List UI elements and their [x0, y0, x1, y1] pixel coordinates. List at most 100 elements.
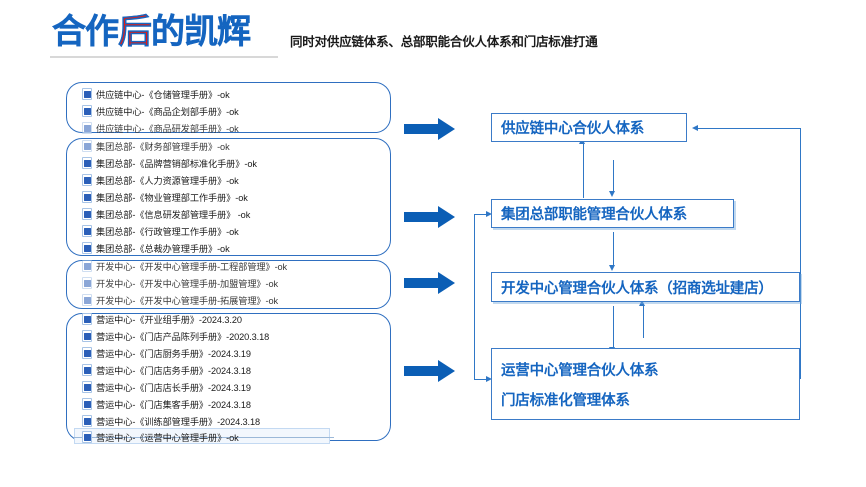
list-item[interactable]: 营运中心-《门店产品陈列手册》-2020.3.18	[82, 329, 269, 343]
list-item-label: 营运中心-《门店产品陈列手册》-2020.3.18	[96, 332, 270, 342]
selection-highlight	[74, 428, 330, 444]
word-doc-icon	[82, 225, 92, 237]
list-item-label: 营运中心-《开业组手册》-2024.3.20	[96, 315, 242, 325]
list-item[interactable]: 开发中心-《开发中心管理手册-加盟管理》-ok	[82, 276, 278, 290]
file-group-development-center	[66, 260, 391, 309]
system-box-supply-chain[interactable]: 供应链中心合伙人体系	[491, 113, 687, 142]
list-item[interactable]: 营运中心-《门店厨务手册》-2024.3.19	[82, 346, 251, 360]
list-item[interactable]: 营运中心-《门店集客手册》-2024.3.18	[82, 397, 251, 411]
list-item[interactable]: 集团总部-《人力资源管理手册》-ok	[82, 173, 239, 187]
connector-down-to-hq	[613, 160, 615, 192]
list-item[interactable]: 营运中心-《门店店长手册》-2024.3.19	[82, 380, 251, 394]
list-item-label: 供应链中心-《商品企划部手册》-ok	[96, 107, 239, 117]
system-box-operations[interactable]: 运营中心管理合伙人体系 门店标准化管理体系	[491, 348, 800, 420]
word-doc-icon	[82, 415, 92, 427]
list-item[interactable]: 集团总部-《财务部管理手册》-ok	[82, 139, 230, 153]
block-arrow-supply-chain	[404, 118, 456, 140]
file-group-operations-center	[66, 313, 391, 441]
list-item-label: 营运中心-《门店厨务手册》-2024.3.19	[96, 349, 251, 359]
title-underline-divider	[50, 56, 278, 58]
list-item-label: 集团总部-《财务部管理手册》-ok	[96, 142, 230, 152]
word-doc-icon	[82, 208, 92, 220]
list-item-label: 集团总部-《信息研发部管理手册》 -ok	[96, 210, 251, 220]
arrowhead-into-hq-box	[486, 210, 492, 217]
page-title-part2: 的凯辉	[151, 13, 251, 51]
word-doc-icon	[82, 398, 92, 410]
arrowhead-into-supply-right	[692, 124, 698, 131]
list-item[interactable]: 开发中心-《开发中心管理手册-拓展管理》-ok	[82, 293, 278, 307]
list-item-label: 营运中心-《门店店务手册》-2024.3.18	[96, 366, 251, 376]
list-item-label: 集团总部-《人力资源管理手册》-ok	[96, 176, 239, 186]
word-doc-icon	[82, 313, 92, 325]
arrow-shaft	[404, 278, 440, 288]
system-box-label: 集团总部职能管理合伙人体系	[501, 207, 687, 223]
word-doc-icon	[82, 364, 92, 376]
arrowhead-into-development-box	[609, 265, 616, 271]
page-title: 合作后的凯辉	[52, 12, 251, 52]
word-doc-icon	[82, 260, 92, 272]
arrow-head	[438, 206, 455, 228]
list-item[interactable]: 供应链中心-《仓储管理手册》-ok	[82, 87, 230, 101]
list-item[interactable]: 供应链中心-《商品研发部手册》-ok	[82, 121, 239, 135]
list-item-label: 开发中心-《开发中心管理手册-工程部管理》-ok	[96, 262, 288, 272]
selection-strike-line	[74, 437, 334, 438]
arrow-shaft	[404, 366, 440, 376]
connector-development-to-ops	[613, 306, 615, 348]
list-item[interactable]: 营运中心-《门店店务手册》-2024.3.18	[82, 363, 251, 377]
word-doc-icon	[82, 347, 92, 359]
word-doc-icon	[82, 191, 92, 203]
list-item[interactable]: 集团总部-《品牌营销部标准化手册》-ok	[82, 156, 257, 170]
list-item-label: 集团总部-《物业管理部工作手册》-ok	[96, 193, 248, 203]
list-item-label: 供应链中心-《仓储管理手册》-ok	[96, 90, 230, 100]
word-doc-icon	[82, 277, 92, 289]
arrowhead-up-development	[639, 300, 646, 306]
arrow-head	[438, 272, 455, 294]
block-arrow-operations	[404, 360, 456, 382]
list-item[interactable]: 集团总部-《总裁办管理手册》-ok	[82, 241, 230, 255]
list-item[interactable]: 营运中心-《开业组手册》-2024.3.20	[82, 312, 242, 326]
file-group-supply-chain	[66, 82, 391, 133]
arrow-head	[438, 360, 455, 382]
connector-feedback-right-spine	[800, 128, 802, 378]
connector-ops-to-development	[643, 306, 645, 338]
word-doc-icon	[82, 140, 92, 152]
system-box-label-line2: 门店标准化管理体系	[501, 393, 630, 409]
list-item[interactable]: 营运中心-《运营中心管理手册》-ok	[82, 430, 239, 444]
list-item-label: 集团总部-《行政管理工作手册》-ok	[96, 227, 239, 237]
connector-left-spine	[474, 214, 476, 379]
system-box-hq-function[interactable]: 集团总部职能管理合伙人体系	[491, 199, 734, 228]
arrow-head	[438, 118, 455, 140]
word-doc-icon	[82, 122, 92, 134]
list-item-label: 开发中心-《开发中心管理手册-拓展管理》-ok	[96, 296, 278, 306]
list-item[interactable]: 集团总部-《物业管理部工作手册》-ok	[82, 190, 248, 204]
connector-feedback-top	[698, 128, 801, 130]
word-doc-icon	[82, 381, 92, 393]
arrowhead-into-ops-box	[486, 375, 492, 382]
system-box-label: 开发中心管理合伙人体系（招商选址建店）	[501, 280, 773, 297]
system-box-label-line1: 运营中心管理合伙人体系	[501, 363, 659, 379]
list-item[interactable]: 营运中心-《训练部管理手册》-2024.3.18	[82, 414, 260, 428]
word-doc-icon	[82, 330, 92, 342]
connector-to-ops-box	[474, 379, 487, 381]
list-item-label: 营运中心-《运营中心管理手册》-ok	[96, 433, 239, 443]
word-doc-icon	[82, 294, 92, 306]
word-doc-icon	[82, 105, 92, 117]
list-item[interactable]: 开发中心-《开发中心管理手册-工程部管理》-ok	[82, 259, 287, 273]
list-item[interactable]: 供应链中心-《商品企划部手册》-ok	[82, 104, 239, 118]
word-doc-icon	[82, 242, 92, 254]
list-item[interactable]: 集团总部-《信息研发部管理手册》 -ok	[82, 207, 250, 221]
arrow-shaft	[404, 212, 440, 222]
list-item-label: 集团总部-《总裁办管理手册》-ok	[96, 244, 230, 254]
word-doc-icon	[82, 431, 92, 443]
page-title-part1: 合作	[52, 13, 119, 51]
arrow-shaft	[404, 124, 440, 134]
arrowhead-down-hq	[609, 191, 616, 197]
list-item-label: 开发中心-《开发中心管理手册-加盟管理》-ok	[96, 279, 278, 289]
list-item[interactable]: 集团总部-《行政管理工作手册》-ok	[82, 224, 239, 238]
list-item-label: 营运中心-《门店集客手册》-2024.3.18	[96, 400, 251, 410]
system-box-development[interactable]: 开发中心管理合伙人体系（招商选址建店）	[491, 272, 800, 302]
word-doc-icon	[82, 174, 92, 186]
page-subtitle: 同时对供应链体系、总部职能合伙人体系和门店标准打通	[290, 35, 598, 49]
word-doc-icon	[82, 157, 92, 169]
